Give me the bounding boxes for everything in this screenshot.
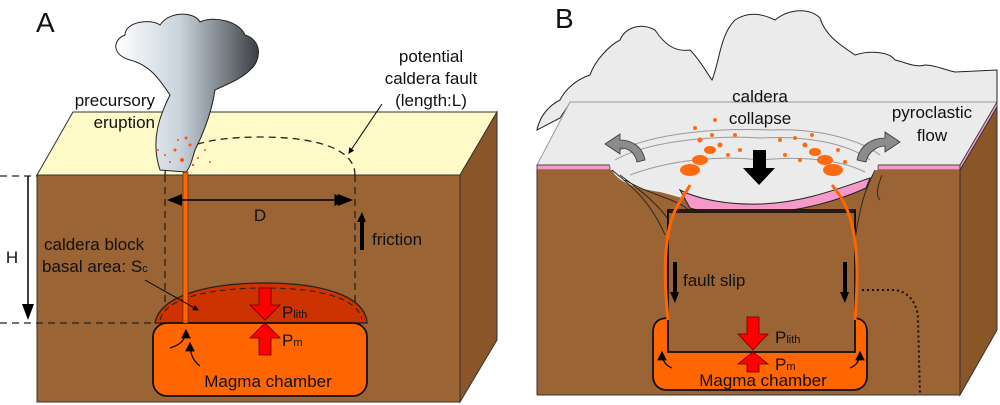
panel-label-b: B [555, 3, 574, 34]
label-fault-slip: fault slip [683, 271, 745, 290]
diameter-arrowhead-left [167, 194, 182, 206]
magma-flow-arrow [185, 341, 201, 367]
label-flow: flow [917, 126, 948, 145]
magma-flow-arrow [657, 350, 673, 369]
eruption-plume [115, 13, 259, 173]
label-friction: friction [372, 230, 422, 249]
p-m-arrow [736, 351, 770, 373]
fault-slip-arrow-right [840, 262, 849, 303]
ejecta-particles [157, 136, 211, 167]
label-collapse: collapse [729, 109, 791, 128]
crust-side [459, 110, 498, 404]
fault-pointer [348, 103, 383, 154]
p-lith-arrow [249, 287, 281, 321]
label-caldera-fault: caldera fault [385, 69, 478, 88]
pyroclastic-flow-arrow-right [856, 131, 901, 163]
panel-label-a: A [36, 7, 55, 38]
label-caldera-block: caldera block [44, 235, 145, 254]
label-p-lith: Plith [775, 328, 800, 347]
collapse-arrow [743, 150, 775, 185]
label-p-lith: Plith [282, 303, 307, 322]
panel-a: D H friction Plith Pm Magma chamber A pr… [0, 7, 498, 404]
pink-layer [877, 164, 961, 171]
ash-cloud [536, 10, 998, 131]
label-basal-area: basal area: Sc [42, 257, 148, 276]
diameter-arrowhead-right [338, 194, 353, 206]
magma-flow-arrow [169, 328, 191, 349]
label-p-m: Pm [775, 355, 796, 374]
label-magma-chamber: Magma chamber [699, 371, 827, 390]
caldera-block [667, 211, 856, 353]
conduit [182, 171, 189, 324]
label-length: (length:L) [395, 91, 467, 110]
magma-flow-arrow [849, 350, 865, 369]
ring-dyke-right [830, 184, 859, 321]
friction-arrow [357, 212, 366, 250]
basal-area-pointer [144, 279, 199, 311]
p-lith-arrow [737, 316, 769, 351]
ring-dyke-left [663, 184, 692, 321]
pyroclastic-ejecta [680, 118, 847, 176]
crust-side [959, 105, 998, 397]
magma-chamber [152, 322, 368, 397]
p-m-arrow [249, 322, 281, 356]
label-caldera: caldera [732, 87, 788, 106]
label-eruption: eruption [94, 113, 155, 132]
label-p-m: Pm [282, 331, 303, 350]
pink-layer [536, 164, 611, 171]
label-potential: potential [399, 47, 463, 66]
depth-arrowhead [22, 304, 34, 320]
label-pyroclastic: pyroclastic [892, 103, 973, 122]
panel-b: B caldera collapse pyroclastic flow faul… [536, 3, 998, 397]
label-magma-chamber: Magma chamber [204, 372, 332, 391]
potential-fault-outline [164, 136, 356, 176]
fault-slip-arrow-left [670, 262, 679, 303]
label-h: H [6, 248, 18, 267]
pyroclastic-flow-arrow-left [604, 133, 646, 163]
label-precursory: precursory [75, 91, 156, 110]
label-d: D [254, 206, 266, 225]
